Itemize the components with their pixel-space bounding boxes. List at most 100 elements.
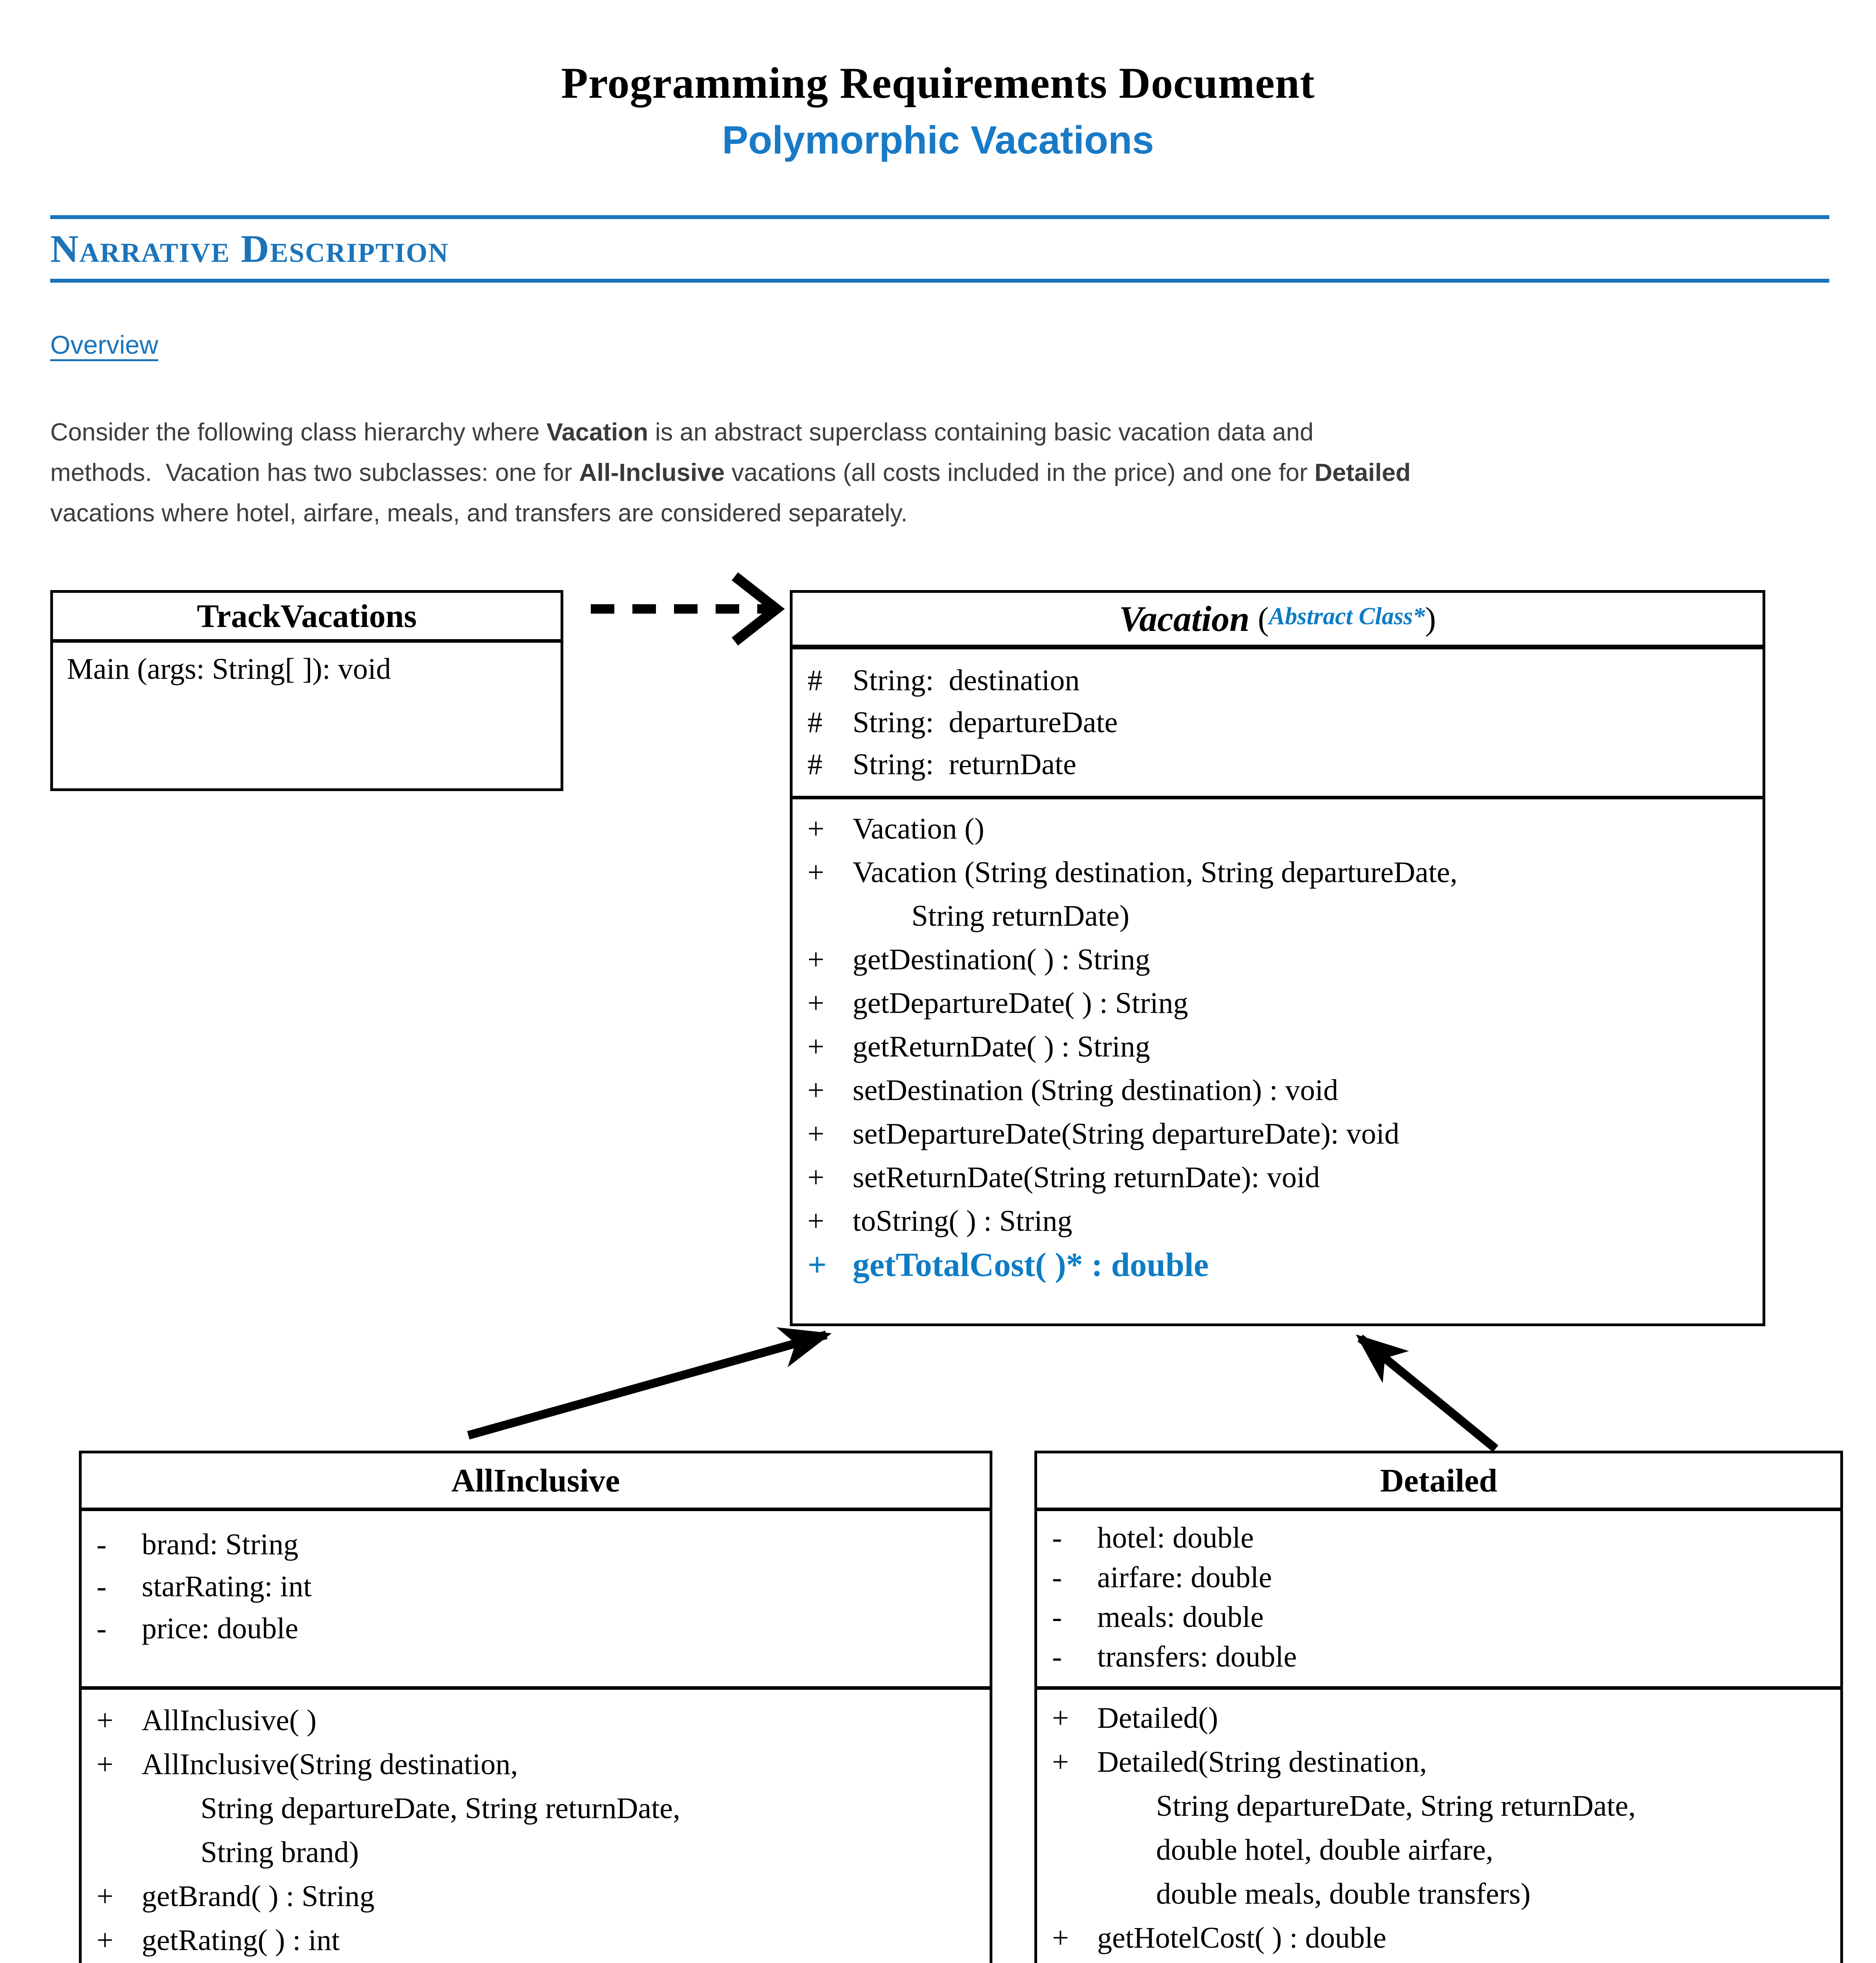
- visibility-sign: +: [97, 1924, 113, 1957]
- member-text: Main (args: String[ ]): void: [67, 653, 391, 685]
- allinclusive-title: AllInclusive: [451, 1462, 620, 1499]
- member-text: getHotelCost( ) : double: [1097, 1921, 1386, 1954]
- allinclusive-methods: + AllInclusive( ) + AllInclusive(String des…: [82, 1690, 990, 1963]
- uml-member-line: + toString( ) : String: [793, 1199, 1763, 1243]
- member-text: String returnDate): [912, 899, 1130, 932]
- allinclusive-section-divider: [82, 1686, 990, 1690]
- uml-member-line: String departureDate, String returnDate,: [1037, 1784, 1840, 1828]
- uml-member-line: #String: departureDate: [793, 702, 1763, 744]
- uml-member-line: double hotel, double airfare,: [1037, 1828, 1840, 1872]
- paragraph-line: vacations where hotel, airfare, meals, a…: [50, 499, 908, 527]
- allinclusive-attributes: - brand: String - starRating: int -price: do…: [82, 1511, 990, 1686]
- member-text: getReturnDate( ) : String: [853, 1030, 1150, 1063]
- member-text: double meals, double transfers): [1156, 1877, 1531, 1910]
- uml-member-line: double meals, double transfers): [1037, 1872, 1840, 1916]
- uml-member-line: -price: double: [82, 1608, 990, 1650]
- member-text: getAirfareCost() : double: [1097, 1960, 1399, 1963]
- visibility-sign: +: [97, 1704, 113, 1737]
- uml-member-line: - starRating: int: [82, 1566, 990, 1608]
- trackvacations-title: TrackVacations: [197, 598, 417, 634]
- uml-member-line: +Detailed(String destination,: [1037, 1740, 1840, 1784]
- uml-member-line: +setDestination (String destination) : v…: [793, 1069, 1763, 1112]
- detailed-title-divider: [1037, 1508, 1840, 1511]
- uml-member-line: + AllInclusive( ): [82, 1698, 990, 1742]
- paragraph-line: methods. Vacation has two subclasses: on…: [50, 459, 1411, 486]
- uml-member-line: + getDestination( ) : String: [793, 938, 1763, 982]
- uml-member-line: +getAirfareCost() : double: [1037, 1960, 1840, 1963]
- member-text: AllInclusive( ): [142, 1704, 317, 1737]
- vacation-methods: +Vacation ()+Vacation (String destinatio…: [793, 799, 1763, 1287]
- member-text: String: destination: [853, 664, 1080, 697]
- vacation-title: Vacation (Abstract Class*): [1119, 599, 1436, 639]
- overview-heading: Overview: [50, 330, 159, 359]
- trackvacations-members: Main (args: String[ ]): void: [53, 643, 561, 686]
- overview-paragraph: Consider the following class hierarchy w…: [50, 412, 1809, 534]
- vacation-attributes: # String: destination #String: departureDa…: [793, 649, 1763, 796]
- uml-member-line: # String: destination: [793, 660, 1763, 702]
- member-text: toString( ) : String: [853, 1204, 1072, 1237]
- uml-member-line: #String: returnDate: [793, 744, 1763, 786]
- member-text: getDestination( ) : String: [853, 943, 1150, 976]
- visibility-sign: #: [807, 664, 822, 697]
- uml-member-line: +setDepartureDate(String departureDate):…: [793, 1112, 1763, 1156]
- member-text: transfers: double: [1097, 1640, 1297, 1673]
- generalization-arrow-detailed: [1355, 1334, 1498, 1452]
- uml-member-line: Main (args: String[ ]): void: [53, 652, 561, 686]
- detailed-attributes: -hotel: double-airfare: double-meals: do…: [1037, 1511, 1840, 1686]
- vacation-section-divider: [793, 796, 1763, 799]
- detailed-title: Detailed: [1380, 1462, 1498, 1499]
- uml-member-line: +getBrand( ) : String: [82, 1874, 990, 1918]
- member-text: starRating: int: [142, 1570, 312, 1603]
- member-text: Detailed(): [1097, 1702, 1218, 1735]
- member-text: setReturnDate(String returnDate): void: [853, 1161, 1320, 1194]
- uml-member-line: - brand: String: [82, 1524, 990, 1566]
- class-box-trackvacations: TrackVacations Main (args: String[ ]): v…: [50, 590, 563, 791]
- visibility-sign: +: [807, 1204, 824, 1237]
- uml-member-line: +getHotelCost( ) : double: [1037, 1916, 1840, 1960]
- visibility-sign: #: [807, 748, 822, 781]
- uml-member-line: -meals: double: [1037, 1597, 1840, 1637]
- vacation-title-name: Vacation: [1119, 599, 1250, 639]
- detailed-section-divider: [1037, 1686, 1840, 1690]
- section-rule-top: [50, 215, 1829, 219]
- paragraph-line: Consider the following class hierarchy w…: [50, 419, 1314, 446]
- member-text: AllInclusive(String destination,: [142, 1748, 518, 1781]
- dependency-dashed-arrow: [591, 572, 785, 646]
- member-text: Vacation (String destination, String dep…: [853, 856, 1458, 889]
- uml-member-line: + getRating( ) : int: [82, 1918, 990, 1962]
- visibility-sign: -: [97, 1570, 107, 1603]
- uml-member-line: String departureDate, String returnDate,: [82, 1786, 990, 1830]
- visibility-sign: +: [97, 1748, 113, 1781]
- member-text: hotel: double: [1097, 1521, 1254, 1554]
- visibility-sign: +: [807, 1074, 824, 1107]
- member-text: String departureDate, String returnDate,: [201, 1792, 680, 1825]
- visibility-sign: +: [97, 1880, 113, 1913]
- visibility-sign: -: [97, 1528, 107, 1561]
- member-text: brand: String: [142, 1528, 298, 1561]
- allinclusive-title-divider: [82, 1508, 990, 1511]
- visibility-sign: +: [807, 1246, 827, 1283]
- member-text: double hotel, double airfare,: [1156, 1833, 1493, 1866]
- member-text: getTotalCost( )* : double: [853, 1246, 1209, 1283]
- uml-member-line: +getReturnDate( ) : String: [793, 1025, 1763, 1069]
- visibility-sign: +: [807, 987, 824, 1020]
- uml-member-line: String returnDate): [793, 894, 1763, 938]
- member-text: String brand): [201, 1836, 359, 1869]
- document-title: Programming Requirements Document: [561, 59, 1315, 108]
- class-box-vacation: Vacation (Abstract Class*) # String: dest…: [790, 590, 1765, 1326]
- uml-member-line: +Vacation (String destination, String de…: [793, 851, 1763, 894]
- member-text: String departureDate, String returnDate,: [1156, 1789, 1636, 1822]
- detailed-methods: + Detailed() +Detailed(String destination,…: [1037, 1690, 1840, 1963]
- member-text: getDepartureDate( ) : String: [853, 987, 1188, 1020]
- uml-member-line: String brand): [82, 1830, 990, 1874]
- visibility-sign: +: [807, 943, 824, 976]
- member-text: airfare: double: [1097, 1561, 1272, 1594]
- visibility-sign: -: [1052, 1521, 1062, 1554]
- class-box-allinclusive: AllInclusive - brand: String - starRating: …: [79, 1451, 992, 1963]
- member-text: getRating( ) : int: [142, 1924, 340, 1957]
- trackvacations-title-divider: [53, 639, 561, 643]
- visibility-sign: -: [97, 1612, 107, 1645]
- visibility-sign: +: [807, 812, 824, 845]
- visibility-sign: +: [1052, 1745, 1069, 1778]
- visibility-sign: +: [807, 1117, 824, 1150]
